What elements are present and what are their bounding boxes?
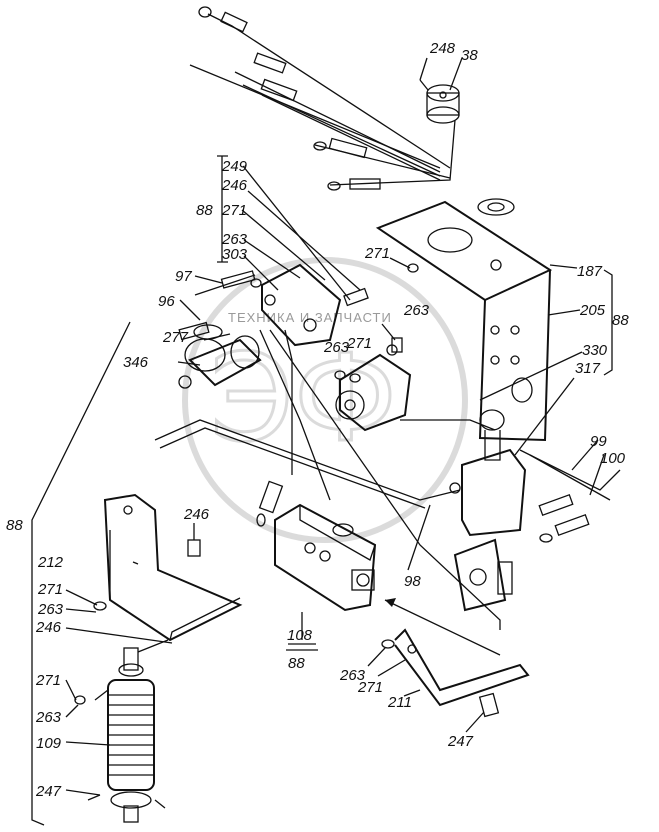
label-246-top: 246 bbox=[221, 177, 248, 194]
label-249: 249 bbox=[221, 158, 248, 175]
label-100: 100 bbox=[600, 450, 626, 467]
direction-arrow bbox=[384, 598, 501, 656]
label-97: 97 bbox=[175, 268, 192, 285]
watermark-logo-text: ЭФ bbox=[210, 330, 397, 469]
label-246-mid: 246 bbox=[183, 506, 210, 523]
label-212: 212 bbox=[37, 554, 64, 571]
label-317: 317 bbox=[575, 360, 601, 377]
label-248: 248 bbox=[429, 40, 456, 57]
label-38: 38 bbox=[461, 47, 478, 64]
leader-lines bbox=[31, 57, 613, 826]
label-88-top: 88 bbox=[196, 202, 213, 219]
label-247-left: 247 bbox=[35, 783, 62, 800]
label-108: 108 bbox=[287, 627, 313, 644]
label-330: 330 bbox=[582, 342, 608, 359]
watermark-text: ТЕХНИКА И ЗАПЧАСТИ bbox=[228, 310, 392, 325]
label-263-bracket: 263 bbox=[339, 667, 366, 684]
label-109: 109 bbox=[36, 735, 62, 752]
label-303: 303 bbox=[222, 246, 248, 263]
label-187: 187 bbox=[577, 263, 603, 280]
fasteners bbox=[74, 263, 500, 718]
label-271-left: 271 bbox=[37, 581, 63, 598]
label-247-right: 247 bbox=[447, 733, 474, 750]
label-88-left: 88 bbox=[6, 517, 23, 534]
bracket-187 bbox=[375, 198, 553, 442]
labels: 248 38 249 246 88 271 263 303 271 187 97… bbox=[6, 40, 629, 800]
label-98: 98 bbox=[404, 573, 421, 590]
label-96: 96 bbox=[158, 293, 175, 310]
label-263-left: 263 bbox=[37, 601, 64, 618]
wiring-harness bbox=[189, 6, 456, 191]
label-263-relay: 263 bbox=[323, 339, 350, 356]
wires bbox=[154, 270, 621, 630]
watermark-logo: ЭФ bbox=[182, 257, 468, 543]
label-205: 205 bbox=[579, 302, 606, 319]
switch-plate-303 bbox=[261, 263, 369, 347]
block-108 bbox=[274, 503, 377, 612]
switch-346 bbox=[178, 324, 262, 389]
label-211: 211 bbox=[387, 694, 412, 711]
label-346: 346 bbox=[123, 354, 149, 371]
label-88-right: 88 bbox=[612, 312, 629, 329]
bracket-212 bbox=[103, 493, 243, 642]
bracket-211 bbox=[394, 628, 530, 707]
label-99: 99 bbox=[590, 433, 607, 450]
label-271-mid: 271 bbox=[364, 245, 390, 262]
label-263-top: 263 bbox=[221, 231, 248, 248]
label-246-left: 246 bbox=[35, 619, 62, 636]
resistor-109 bbox=[87, 639, 169, 823]
connector-38 bbox=[419, 79, 460, 124]
label-263-bottom: 263 bbox=[35, 709, 62, 726]
connector-317 bbox=[453, 409, 527, 612]
label-271-bracket: 271 bbox=[357, 679, 383, 696]
label-271-bottom: 271 bbox=[35, 672, 61, 689]
label-271-top: 271 bbox=[221, 202, 247, 219]
relay-330 bbox=[335, 344, 496, 432]
label-271-relay: 271 bbox=[346, 335, 372, 352]
label-277: 277 bbox=[162, 329, 189, 346]
label-88-block: 88 bbox=[288, 655, 305, 672]
label-263-mid: 263 bbox=[403, 302, 430, 319]
